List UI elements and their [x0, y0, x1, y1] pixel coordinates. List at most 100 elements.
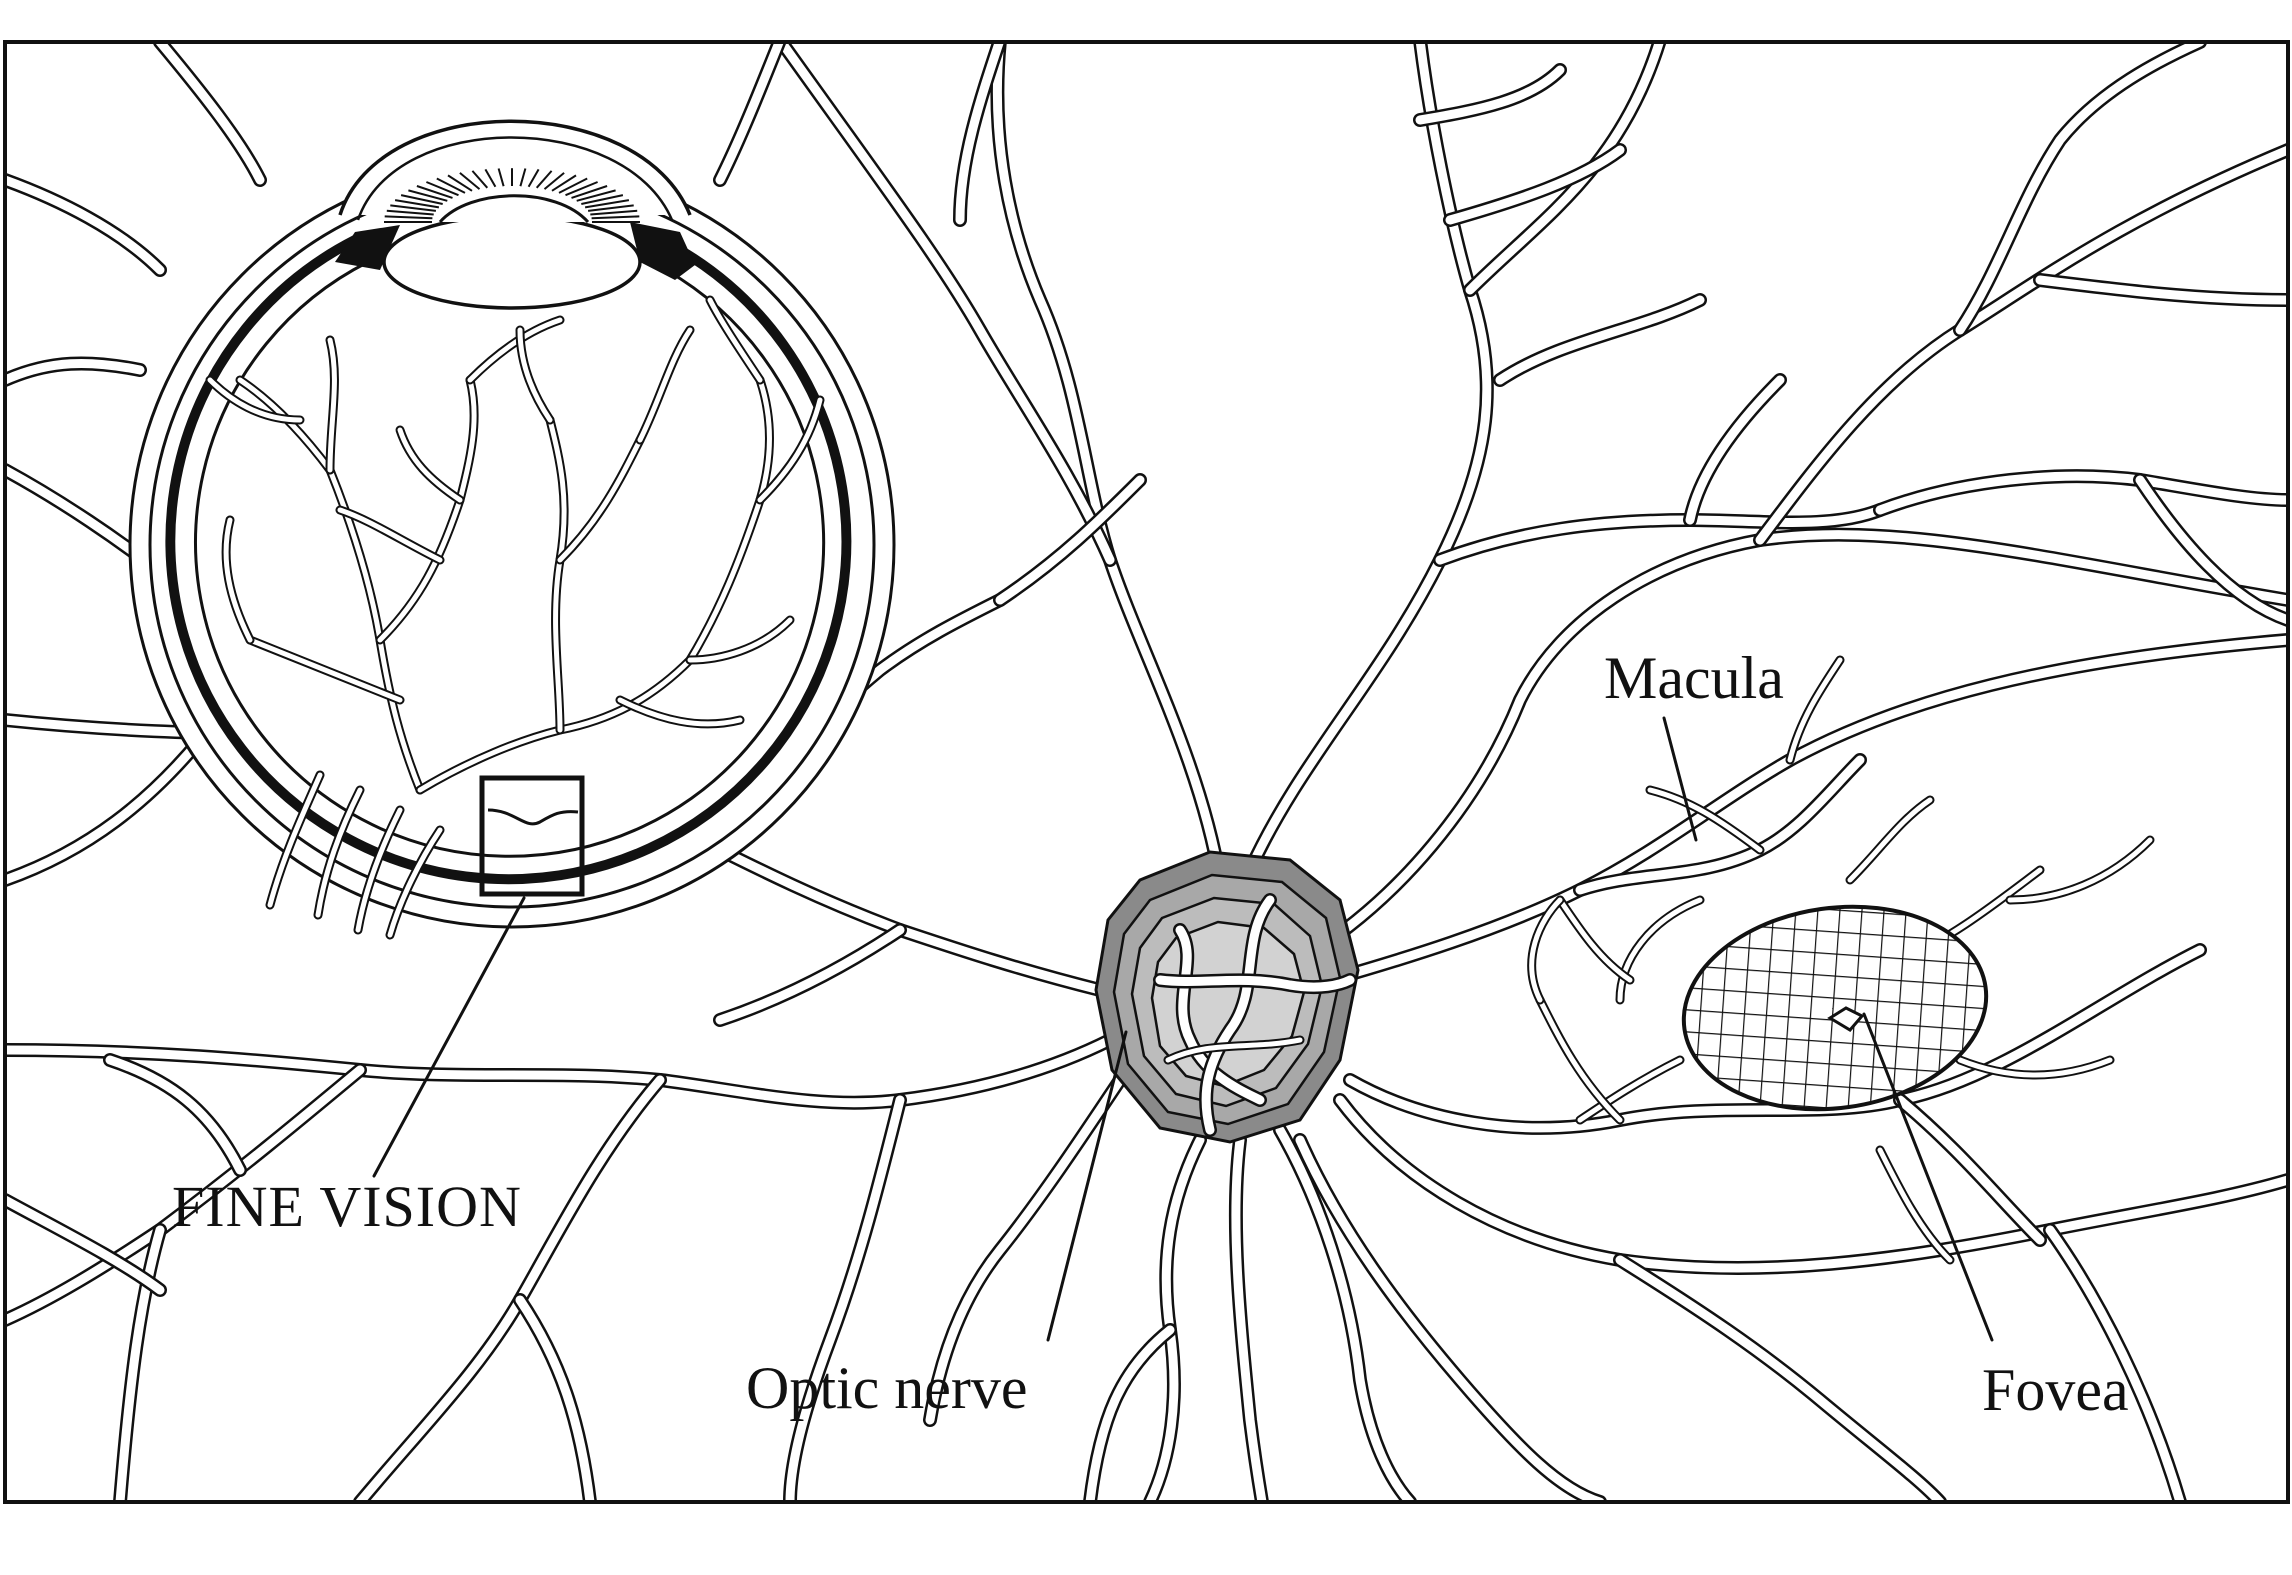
iris-ray [484, 168, 497, 188]
vessel-outline [1243, 42, 1494, 877]
vessel-outline [1463, 42, 1667, 297]
vessel-lumen [223, 517, 253, 643]
vessel-lumen [517, 327, 553, 423]
iris-ray [571, 185, 608, 199]
macula-region [1681, 904, 1989, 1112]
optic-nerve-leader-line [1046, 1030, 1128, 1342]
vessel-lumen [1647, 787, 1763, 853]
iris-ray [384, 215, 433, 220]
vessel-lumen [1875, 471, 2288, 515]
iris-ray [590, 209, 638, 216]
vessel-lumen [515, 1295, 595, 1502]
iris [384, 168, 640, 223]
vessel-lumen [1787, 657, 1843, 763]
vessel-lumen [757, 397, 823, 503]
lens [382, 214, 642, 310]
vessel-outline [513, 1293, 597, 1502]
vessel-lumen [2135, 475, 2288, 625]
vessel-lumen [5, 1035, 1115, 1108]
macula-leader-line [1662, 716, 1698, 842]
vessel-lumen [2045, 1225, 2185, 1502]
iris-ray [394, 199, 440, 209]
vessel-lumen [1577, 1057, 1683, 1123]
iris-ray [558, 177, 588, 194]
iris-ray [535, 170, 553, 189]
vessel-lumen [105, 1055, 245, 1175]
iris-ray [426, 181, 459, 197]
macula-label: Macula [1604, 645, 1784, 711]
diagram-frame [3, 40, 2290, 1504]
vessel-lumen [397, 427, 463, 503]
vessel-lumen [207, 377, 303, 423]
vessel-lumen [1295, 530, 2288, 965]
iris-ray [584, 199, 630, 209]
vessel-outline [1615, 895, 1705, 1005]
vessel-lumen [707, 297, 763, 383]
vessel-lumen [995, 475, 1145, 605]
vessel-lumen [155, 42, 265, 185]
vessel-outline [1273, 1123, 1417, 1502]
iris-ray [471, 170, 489, 189]
vessel-lumen [115, 1225, 165, 1502]
vessel-lumen [637, 327, 693, 443]
vessel-lumen [1465, 42, 1665, 295]
vessel-lumen [1895, 1095, 2045, 1245]
vessel-lumen [1445, 145, 1625, 225]
fovea-label: Fovea [1982, 1357, 2129, 1423]
vessel-lumen [955, 42, 1005, 225]
vessel-lumen [715, 42, 785, 185]
vessel-lumen [1537, 997, 1623, 1123]
iris-ray [400, 194, 443, 205]
retinal-vessels [5, 42, 2288, 1502]
iris-ray [591, 215, 640, 220]
vessel-lumen [1345, 945, 2205, 1133]
vessel-lumen [2035, 275, 2288, 305]
vessel-lumen [1529, 897, 1563, 1003]
eyeball-inset [128, 119, 896, 940]
vessel-outline [2005, 835, 2155, 905]
vessel-lumen [5, 1065, 365, 1325]
vessel-lumen [1415, 65, 1565, 125]
iris-ray [390, 204, 437, 212]
iris-ray [527, 168, 540, 188]
vessel-lumen [1557, 897, 1633, 983]
fine-vision-leader-line [372, 896, 526, 1178]
vessel-lumen [715, 925, 905, 1025]
vessel-lumen [247, 637, 403, 703]
iris-ray [551, 174, 577, 192]
vessel-lumen [1957, 1057, 2113, 1078]
vessel-lumen [467, 317, 563, 383]
vessel-lumen [1231, 1135, 1267, 1502]
vessel-outline [1683, 373, 1787, 527]
iris-ray [447, 174, 473, 192]
vessel-lumen [1435, 505, 1885, 565]
optic-nerve-label: Optic nerve [746, 1355, 1028, 1421]
fovea-leader-line [1862, 1012, 1994, 1342]
vessel-lumen [687, 617, 793, 663]
vessel-lumen [1335, 1095, 2288, 1273]
vessel-lumen [557, 437, 643, 563]
iris-ray [565, 181, 598, 197]
vessel-lumen [327, 337, 337, 473]
vessel-lumen [5, 735, 205, 885]
optic-disc [1094, 850, 1360, 1144]
iris-ray [543, 172, 565, 190]
vessel-lumen [1275, 1125, 1415, 1502]
iris-ray [497, 168, 505, 187]
vessel-lumen [775, 42, 1115, 565]
vessel-lumen [992, 42, 1225, 885]
vessel-lumen [1245, 42, 1492, 875]
iris-ray [416, 185, 453, 199]
vessel-lumen [2007, 837, 2153, 903]
iris-ray [436, 177, 466, 194]
vessel-lumen [785, 1095, 905, 1502]
vessel-outline [103, 1053, 247, 1177]
vessel-lumen [1615, 1255, 1945, 1502]
vessel-lumen [5, 358, 145, 385]
vessel-lumen [337, 507, 443, 563]
iris-ray [576, 189, 616, 202]
vessel-lumen [1295, 1135, 1605, 1502]
vessel-lumen [925, 1075, 1125, 1425]
